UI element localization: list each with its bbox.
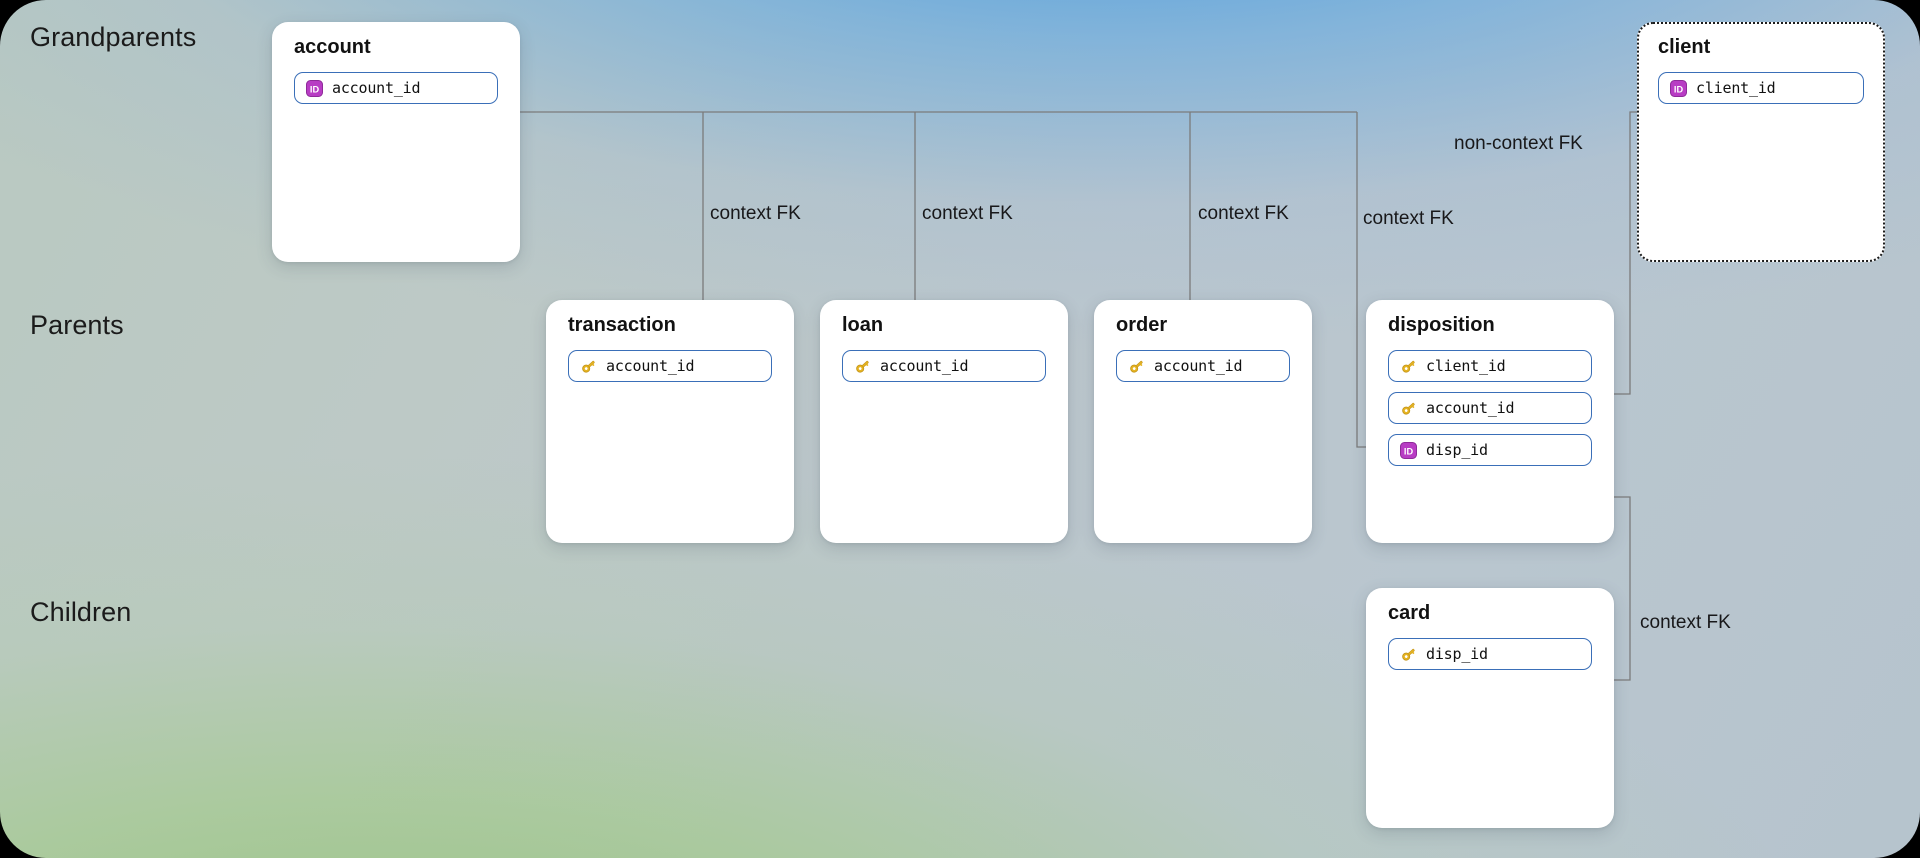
field-label: account_id [332, 79, 421, 97]
key-icon [1400, 400, 1417, 417]
entity-title-disposition: disposition [1388, 314, 1495, 336]
edge-label-fk-card-disp: context FK [1640, 612, 1731, 633]
edge-label-fk-loan: context FK [922, 203, 1013, 224]
key-icon [580, 358, 597, 375]
entity-card-order[interactable]: order account_id [1094, 300, 1312, 543]
field-client-client-id[interactable]: ID client_id [1658, 72, 1864, 104]
field-label: disp_id [1426, 645, 1488, 663]
id-badge-icon: ID [1400, 441, 1417, 459]
svg-text:ID: ID [1674, 84, 1684, 94]
key-icon [854, 358, 871, 375]
svg-text:ID: ID [310, 84, 320, 94]
row-label-children: Children [30, 597, 132, 627]
entity-fields-transaction: account_id [568, 350, 772, 382]
field-card-disp-id[interactable]: disp_id [1388, 638, 1592, 670]
field-label: account_id [1426, 399, 1515, 417]
field-label: account_id [1154, 357, 1243, 375]
field-label: client_id [1426, 357, 1506, 375]
field-label: account_id [606, 357, 695, 375]
field-disposition-disp-id[interactable]: ID disp_id [1388, 434, 1592, 466]
field-disposition-account-id[interactable]: account_id [1388, 392, 1592, 424]
id-badge-icon: ID [306, 79, 323, 97]
row-label-parents: Parents [30, 310, 124, 340]
key-icon [1128, 358, 1145, 375]
entity-title-order: order [1116, 314, 1168, 336]
row-label-grandparents: Grandparents [30, 22, 197, 52]
edge-label-fk-order: context FK [1198, 203, 1289, 224]
id-badge-icon: ID [1670, 79, 1687, 97]
entity-title-transaction: transaction [568, 314, 676, 336]
entity-card-disposition[interactable]: disposition client_id [1366, 300, 1614, 543]
edge-label-fk-disposition-account: context FK [1363, 208, 1454, 229]
entity-title-account: account [294, 36, 371, 58]
svg-text:ID: ID [1404, 446, 1414, 456]
key-icon [1400, 358, 1417, 375]
key-icon [1400, 646, 1417, 663]
entity-fields-order: account_id [1116, 350, 1290, 382]
entity-title-client: client [1658, 36, 1711, 58]
entity-title-loan: loan [842, 314, 884, 336]
field-order-account-id[interactable]: account_id [1116, 350, 1290, 382]
field-transaction-account-id[interactable]: account_id [568, 350, 772, 382]
entity-card-account[interactable]: account ID account_id [272, 22, 520, 262]
entity-fields-client: ID client_id [1658, 72, 1864, 104]
field-label: account_id [880, 357, 969, 375]
entity-fields-loan: account_id [842, 350, 1046, 382]
field-label: disp_id [1426, 441, 1488, 459]
edge-label-fk-transaction: context FK [710, 203, 801, 224]
edge-label-fk-disposition-client: non-context FK [1454, 133, 1583, 154]
entity-card-card[interactable]: card disp_id [1366, 588, 1614, 828]
entity-card-loan[interactable]: loan account_id [820, 300, 1068, 543]
entity-card-client[interactable]: client ID client_id [1637, 22, 1885, 262]
field-disposition-client-id[interactable]: client_id [1388, 350, 1592, 382]
entity-fields-account: ID account_id [294, 72, 498, 104]
entity-card-transaction[interactable]: transaction account_id [546, 300, 794, 543]
entity-fields-card: disp_id [1388, 638, 1592, 670]
field-loan-account-id[interactable]: account_id [842, 350, 1046, 382]
entity-title-card: card [1388, 602, 1431, 624]
field-account-account-id[interactable]: ID account_id [294, 72, 498, 104]
field-label: client_id [1696, 79, 1776, 97]
entity-fields-disposition: client_id account_id ID [1388, 350, 1592, 466]
